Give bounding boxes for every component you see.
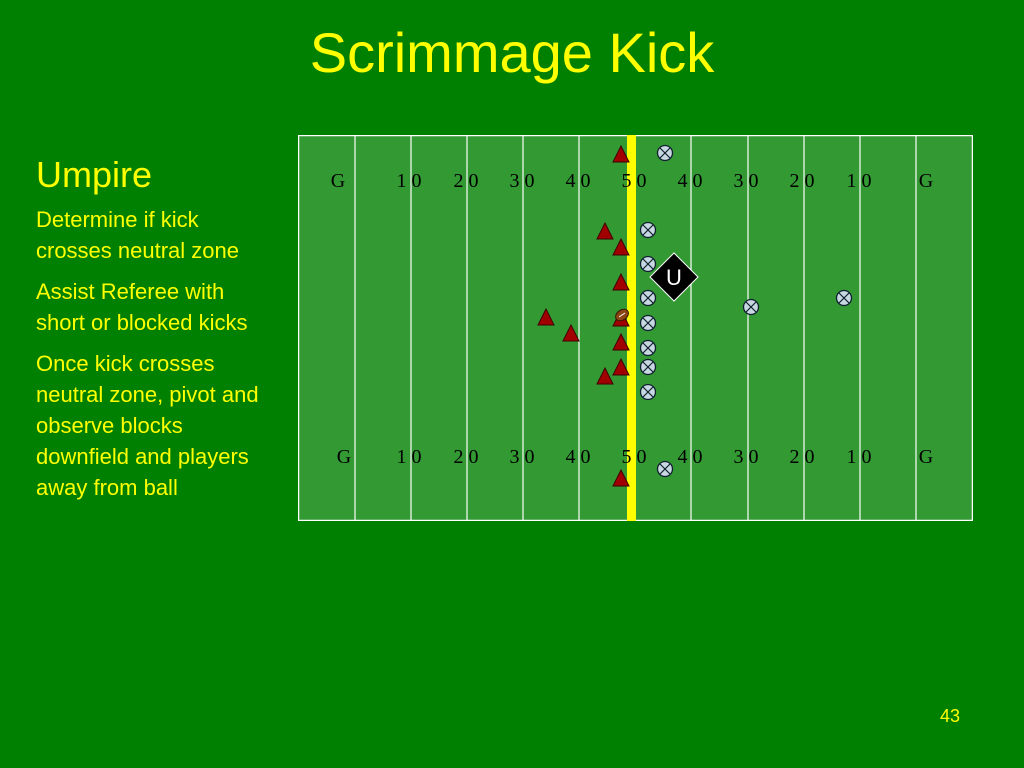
yard-label-top-5: 5 0 <box>622 170 647 192</box>
yard-label-top-1: 1 0 <box>397 170 422 192</box>
offense-player-7 <box>612 332 630 351</box>
umpire-diamond-icon <box>649 252 699 302</box>
offense-player-3 <box>612 237 630 256</box>
yard-label-bottom-3: 3 0 <box>510 446 535 468</box>
offense-player-5 <box>537 307 555 326</box>
line-of-scrimmage <box>627 135 636 521</box>
yard-label-bottom-8: 2 0 <box>790 446 815 468</box>
offense-player-9 <box>596 366 614 385</box>
slide-title: Scrimmage Kick <box>309 21 715 84</box>
yard-label-top-4: 4 0 <box>566 170 591 192</box>
yard-label-top-8: 2 0 <box>790 170 815 192</box>
yard-label-bottom-0: G <box>337 446 351 468</box>
yard-label-bottom-5: 5 0 <box>622 446 647 468</box>
defense-player-8 <box>639 383 657 401</box>
yard-label-bottom-4: 4 0 <box>566 446 591 468</box>
yard-label-top-0: G <box>331 170 345 192</box>
page-number: 43 <box>939 706 961 726</box>
sidebar-heading: Umpire <box>36 154 153 195</box>
yard-label-top-10: G <box>919 170 933 192</box>
yard-label-top-7: 3 0 <box>734 170 759 192</box>
bullet-1: Determine if kick crosses neutral zone <box>36 207 239 263</box>
yard-label-bottom-2: 2 0 <box>454 446 479 468</box>
offense-player-6 <box>562 323 580 342</box>
defense-player-2 <box>639 221 657 239</box>
offense-player-8 <box>612 357 630 376</box>
defense-player-5 <box>639 314 657 332</box>
football-field-diagram: G 1 0 2 0 3 0 4 0 5 0 4 0 3 0 2 0 1 0 G G 1 0 2 0 3 0 4… <box>298 135 973 521</box>
yard-label-top-9: 1 0 <box>847 170 872 192</box>
football-lace-icon <box>618 312 626 318</box>
sidebar-text: Umpire Determine if kick crosses neutral… <box>36 152 271 513</box>
yard-label-top-3: 3 0 <box>510 170 535 192</box>
defense-player-11 <box>656 460 674 478</box>
yard-label-bottom-1: 1 0 <box>397 446 422 468</box>
defense-player-9 <box>742 298 760 316</box>
bullet-3: Once kick crosses neutral zone, pivot an… <box>36 351 259 500</box>
field-svg: G 1 0 2 0 3 0 4 0 5 0 4 0 3 0 2 0 1 0 G G 1 0 2 0 3 0 4… <box>298 135 973 521</box>
defense-player-4 <box>639 289 657 307</box>
yard-label-bottom-7: 3 0 <box>734 446 759 468</box>
offense-player-1 <box>612 144 630 163</box>
offense-player-4 <box>612 272 630 291</box>
yard-label-bottom-9: 1 0 <box>847 446 872 468</box>
defense-player-10 <box>835 289 853 307</box>
defense-player-6 <box>639 339 657 357</box>
defense-player-3 <box>639 255 657 273</box>
bullet-2: Assist Referee with short or blocked kic… <box>36 279 248 335</box>
offense-player-2 <box>596 221 614 240</box>
offense-player-10 <box>612 468 630 487</box>
yard-label-bottom-6: 4 0 <box>678 446 703 468</box>
defense-player-1 <box>656 144 674 162</box>
umpire-label: U <box>666 265 682 290</box>
yard-label-top-6: 4 0 <box>678 170 703 192</box>
yard-label-top-2: 2 0 <box>454 170 479 192</box>
yard-label-bottom-10: G <box>919 446 933 468</box>
defense-player-7 <box>639 358 657 376</box>
